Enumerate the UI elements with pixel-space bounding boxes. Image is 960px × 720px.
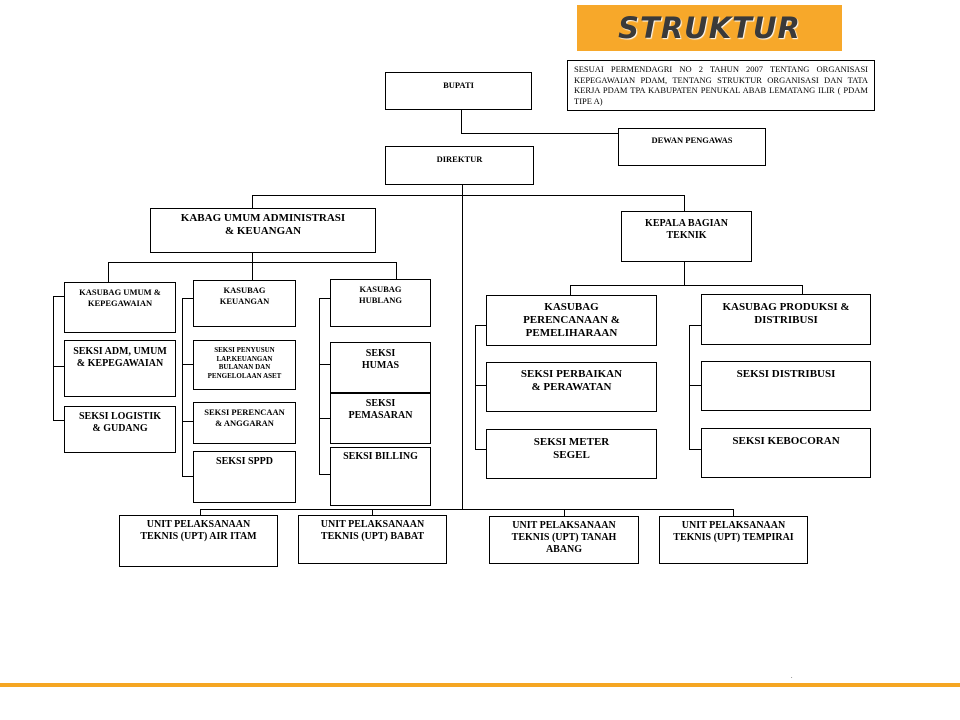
connector bbox=[461, 109, 462, 134]
node-upt-tempirai: UNIT PELAKSANAAN TEKNIS (UPT) TEMPIRAI bbox=[659, 516, 808, 564]
connector bbox=[53, 420, 64, 421]
connector bbox=[108, 262, 109, 282]
connector bbox=[182, 298, 193, 299]
connector bbox=[475, 449, 486, 450]
node-seksi-humas: SEKSI HUMAS bbox=[330, 342, 431, 393]
connector bbox=[252, 195, 684, 196]
connector bbox=[252, 195, 253, 208]
connector bbox=[319, 418, 330, 419]
connector bbox=[319, 298, 330, 299]
node-seksi-perbaikan: SEKSI PERBAIKAN & PERAWATAN bbox=[486, 362, 657, 412]
node-seksi-sppd: SEKSI SPPD bbox=[193, 451, 296, 503]
connector bbox=[570, 285, 803, 286]
connector bbox=[200, 509, 734, 510]
node-seksi-distribusi: SEKSI DISTRIBUSI bbox=[701, 361, 871, 411]
title-banner: STRUKTUR bbox=[577, 5, 842, 51]
connector bbox=[396, 262, 397, 279]
connector bbox=[689, 325, 690, 449]
footer-mark: . bbox=[791, 674, 793, 680]
connector bbox=[684, 261, 685, 286]
connector bbox=[200, 509, 201, 516]
node-bupati: BUPATI bbox=[385, 72, 532, 110]
connector bbox=[53, 366, 64, 367]
node-seksi-adm: SEKSI ADM, UMUM & KEPEGAWAIAN bbox=[64, 340, 176, 397]
connector bbox=[689, 449, 701, 450]
node-kasubag-perencanaan: KASUBAG PERENCANAAN & PEMELIHARAAN bbox=[486, 295, 657, 346]
node-kasubag-produksi: KASUBAG PRODUKSI & DISTRIBUSI bbox=[701, 294, 871, 345]
node-upt-tanah-abang: UNIT PELAKSANAAN TEKNIS (UPT) TANAH ABAN… bbox=[489, 516, 639, 564]
node-seksi-kebocoran: SEKSI KEBOCORAN bbox=[701, 428, 871, 478]
node-kabag-umum: KABAG UMUM ADMINISTRASI & KEUANGAN bbox=[150, 208, 376, 253]
node-upt-air-itam: UNIT PELAKSANAAN TEKNIS (UPT) AIR ITAM bbox=[119, 515, 278, 567]
node-seksi-billing: SEKSI BILLING bbox=[330, 447, 431, 506]
page-title: STRUKTUR bbox=[618, 11, 801, 45]
connector bbox=[802, 285, 803, 295]
connector bbox=[319, 298, 320, 474]
node-dewan-pengawas: DEWAN PENGAWAS bbox=[618, 128, 766, 166]
node-seksi-penyusun: SEKSI PENYUSUN LAP.KEUANGAN BULANAN DAN … bbox=[193, 340, 296, 390]
connector bbox=[182, 476, 193, 477]
connector bbox=[684, 195, 685, 211]
node-seksi-pemasaran: SEKSI PEMASARAN bbox=[330, 393, 431, 444]
node-seksi-meter: SEKSI METER SEGEL bbox=[486, 429, 657, 479]
connector bbox=[564, 509, 565, 517]
connector bbox=[733, 509, 734, 517]
node-upt-babat: UNIT PELAKSANAAN TEKNIS (UPT) BABAT bbox=[298, 515, 447, 564]
connector bbox=[182, 364, 193, 365]
node-seksi-perencanaan-anggaran: SEKSI PERENCAAN & ANGGARAN bbox=[193, 402, 296, 444]
connector bbox=[689, 325, 701, 326]
connector bbox=[475, 325, 476, 449]
node-kasubag-keuangan: KASUBAG KEUANGAN bbox=[193, 280, 296, 327]
connector bbox=[689, 385, 701, 386]
connector bbox=[182, 421, 193, 422]
node-direktur: DIREKTUR bbox=[385, 146, 534, 185]
connector bbox=[462, 184, 463, 510]
connector bbox=[182, 298, 183, 476]
connector bbox=[372, 509, 373, 516]
footer-divider bbox=[0, 683, 960, 687]
node-kasubag-umum: KASUBAG UMUM & KEPEGAWAIAN bbox=[64, 282, 176, 333]
connector bbox=[461, 133, 619, 134]
connector bbox=[53, 296, 54, 420]
connector bbox=[570, 285, 571, 295]
node-seksi-logistik: SEKSI LOGISTIK & GUDANG bbox=[64, 406, 176, 453]
connector bbox=[53, 296, 64, 297]
node-kasubag-hublang: KASUBAG HUBLANG bbox=[330, 279, 431, 327]
connector bbox=[475, 385, 486, 386]
connector bbox=[475, 325, 486, 326]
connector bbox=[252, 262, 253, 280]
connector bbox=[252, 252, 253, 263]
connector bbox=[319, 364, 330, 365]
node-kepala-teknik: KEPALA BAGIAN TEKNIK bbox=[621, 211, 752, 262]
connector bbox=[319, 474, 330, 475]
regulation-note: SESUAI PERMENDAGRI NO 2 TAHUN 2007 TENTA… bbox=[567, 60, 875, 111]
